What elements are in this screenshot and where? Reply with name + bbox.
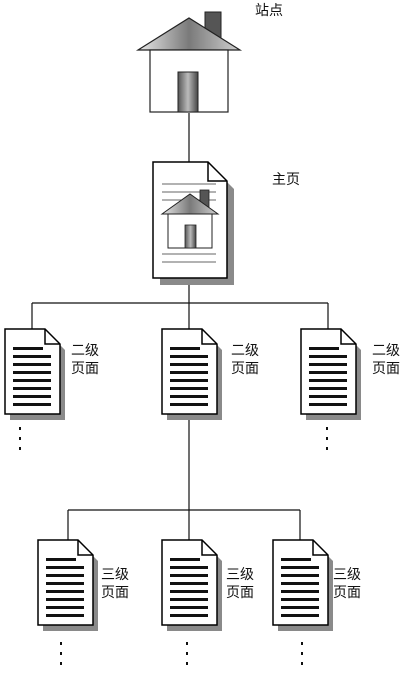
level2-label-line1: 二级 (231, 343, 259, 359)
level2-document-icon-3 (300, 328, 362, 421)
connector-lines (31, 113, 329, 540)
level3-label-line2: 页面 (333, 585, 361, 601)
homepage-document-icon (152, 161, 234, 285)
level3-label-line1: 三级 (226, 567, 254, 583)
level2-document-icon-1 (4, 328, 66, 421)
level2-label-line1: 二级 (372, 343, 400, 359)
level3-document-icon-3 (272, 539, 334, 632)
house-icon (135, 11, 243, 113)
level2-document-icon-2 (161, 328, 223, 421)
level3-label-line2: 页面 (101, 585, 129, 601)
level3-document-icon-1 (37, 539, 99, 632)
level2-label-line2: 页面 (231, 361, 259, 377)
level2-label-line2: 页面 (372, 361, 400, 377)
level3-label-line1: 三级 (101, 567, 129, 583)
level3-label-line1: 三级 (333, 567, 361, 583)
level2-label-line1: 二级 (71, 343, 99, 359)
level3-label-line2: 页面 (226, 585, 254, 601)
home-label: 主页 (272, 172, 300, 188)
house-icon-small (160, 189, 220, 249)
continuation-dots (19, 427, 328, 665)
level3-document-icon-2 (161, 539, 223, 632)
site-label: 站点 (255, 3, 283, 19)
level2-label-line2: 页面 (71, 361, 99, 377)
